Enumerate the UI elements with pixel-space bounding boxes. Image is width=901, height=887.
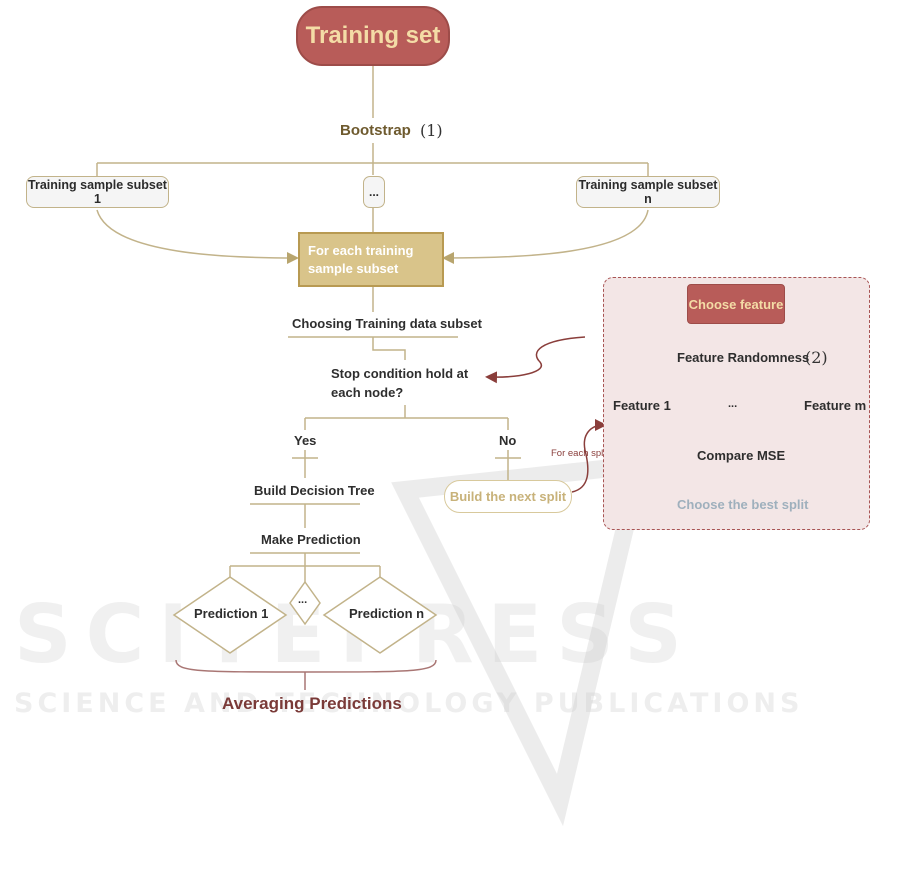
feature-randomness-label: Feature Randomness bbox=[677, 350, 810, 365]
compare-mse-label: Compare MSE bbox=[697, 448, 786, 463]
subset-dots-node: ... bbox=[363, 176, 385, 208]
watermark-sub: SCIENCE AND TECHNOLOGY PUBLICATIONS bbox=[14, 688, 804, 719]
subset-n-label: Training sample subset n bbox=[578, 178, 718, 206]
for-each-subset-label: For each training sample subset bbox=[308, 242, 414, 276]
prediction-1-diamond bbox=[172, 576, 288, 654]
training-set-node: Training set bbox=[296, 6, 450, 66]
choose-feature-label: Choose feature bbox=[688, 296, 784, 312]
best-split-label: Choose the best split bbox=[677, 497, 809, 512]
stop-condition-label: Stop condition hold at each node? bbox=[331, 366, 469, 400]
subset-1-node: Training sample subset 1 bbox=[26, 176, 169, 208]
next-split-node: Build the next split bbox=[444, 480, 572, 513]
subset-n-node: Training sample subset n bbox=[576, 176, 720, 208]
prediction-dots-diamond bbox=[289, 580, 321, 626]
choosing-subset-label: Choosing Training data subset bbox=[292, 316, 482, 331]
for-each-split-label: For each split bbox=[551, 448, 609, 459]
subset-1-label: Training sample subset 1 bbox=[28, 178, 167, 206]
averaging-predictions-label: Averaging Predictions bbox=[222, 694, 402, 713]
feature-randomness-step-number: (2) bbox=[805, 348, 828, 367]
training-set-label: Training set bbox=[305, 22, 441, 49]
prediction-dots-label: ... bbox=[298, 594, 308, 606]
watermark-shape bbox=[391, 454, 652, 827]
next-split-label: Build the next split bbox=[449, 489, 567, 504]
no-label: No bbox=[499, 433, 517, 448]
bootstrap-label: Bootstrap bbox=[340, 122, 411, 139]
make-prediction-label: Make Prediction bbox=[261, 532, 361, 547]
feature-m-label: Feature m bbox=[804, 398, 867, 413]
prediction-1-label: Prediction 1 bbox=[194, 606, 269, 621]
build-decision-tree-label: Build Decision Tree bbox=[254, 483, 375, 498]
feature-dots-label: ... bbox=[728, 398, 738, 410]
prediction-n-label: Prediction n bbox=[349, 606, 425, 621]
for-each-subset-node: For each training sample subset bbox=[298, 232, 444, 287]
feature-1-label: Feature 1 bbox=[613, 398, 671, 413]
prediction-n-diamond bbox=[322, 576, 438, 654]
bootstrap-step-number: (1) bbox=[420, 121, 443, 140]
choose-feature-node: Choose feature bbox=[687, 284, 785, 324]
subset-dots-label: ... bbox=[368, 185, 379, 199]
yes-label: Yes bbox=[294, 433, 317, 448]
